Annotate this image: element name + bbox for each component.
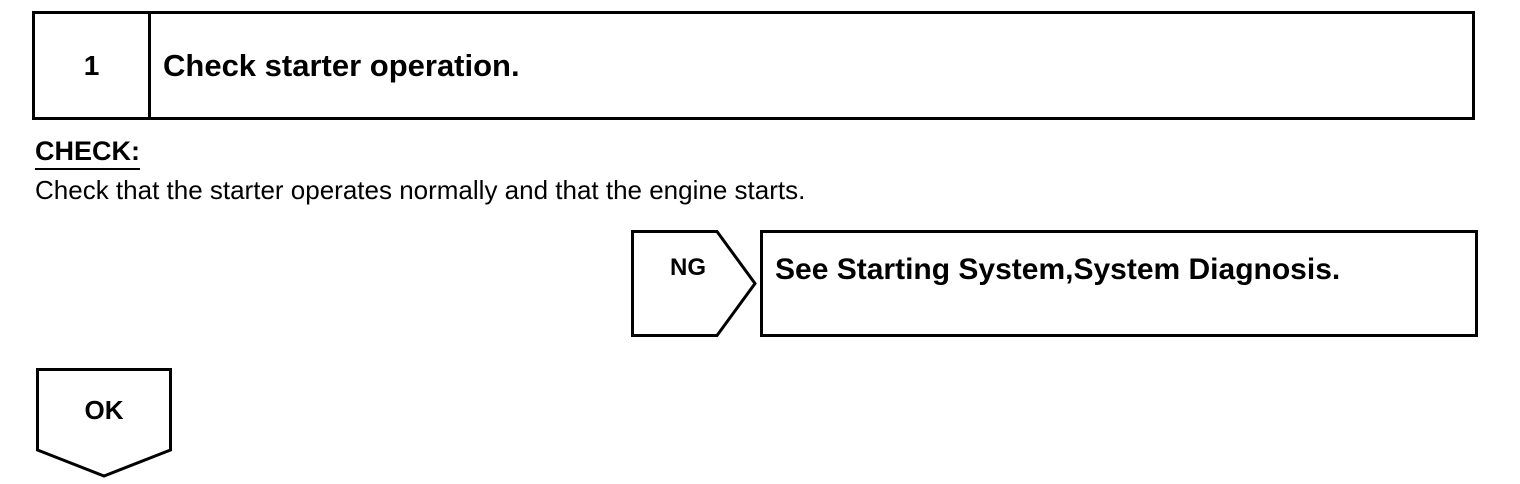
ng-result-box: See Starting System,System Diagnosis. [760, 230, 1478, 337]
check-instruction: Check that the starter operates normally… [35, 175, 806, 205]
ng-label: NG [670, 254, 706, 281]
ng-arrow-shape [631, 230, 757, 337]
ok-arrow-shape [36, 368, 172, 478]
step-title: Check starter operation. [163, 47, 520, 83]
ok-label: OK [84, 395, 124, 425]
check-heading: CHECK: [35, 134, 140, 170]
step-header-box: 1 Check starter operation. [32, 11, 1475, 120]
step-number: 1 [35, 14, 151, 117]
ng-result-text: See Starting System,System Diagnosis. [775, 253, 1341, 286]
